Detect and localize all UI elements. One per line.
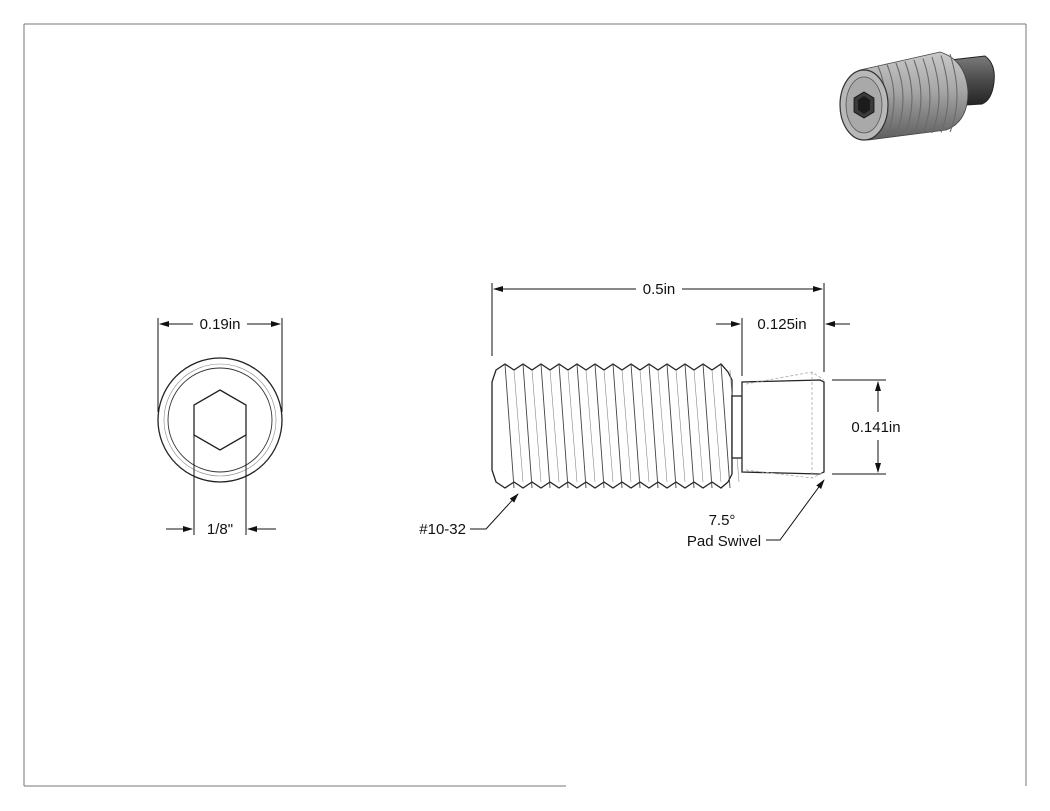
thread-root-line [603, 369, 614, 483]
thread-root-line [567, 369, 578, 483]
thread-root-line [657, 369, 668, 483]
iso-thread-ring [922, 58, 931, 134]
thread-root-line [585, 369, 596, 483]
overall-length-label: 0.5in [643, 281, 676, 298]
swivel-pad [741, 379, 825, 475]
sheet-border [23, 23, 1027, 787]
thread-crest-line [648, 363, 659, 489]
iso-thread-ring [913, 59, 922, 135]
thread-crest-line [630, 363, 641, 489]
thread-crest-line [540, 363, 551, 489]
thread-crest-line [576, 363, 587, 489]
iso-thread-ring [949, 53, 958, 133]
iso-thread-ring [931, 56, 940, 134]
thread-root-line [639, 369, 650, 483]
thread-crest-line [666, 363, 677, 489]
iso-thread-ring [904, 61, 913, 135]
thread-root-line [549, 369, 560, 483]
thread-root-line [693, 369, 704, 483]
swivel-note-label: Pad Swivel [687, 533, 761, 550]
thread-crest-line [702, 363, 713, 489]
thread-root-line [531, 369, 542, 483]
threaded-body [491, 363, 740, 489]
outer-diameter-label: 0.19in [200, 316, 241, 333]
swivel-neck [731, 395, 743, 459]
pad-length-label: 0.125in [757, 316, 806, 333]
iso-thread-ring [940, 55, 949, 133]
thread-crest-line [594, 363, 605, 489]
thread-crest-line [558, 363, 569, 489]
thread-crest-line [612, 363, 623, 489]
thread-root-line [621, 369, 632, 483]
side-view: 0.5in 0.125in 0.141in #10-32 7.5° Pad Sw… [419, 281, 900, 550]
iso-thread-ring [895, 62, 904, 136]
set-screw-iso-icon [839, 51, 995, 141]
thread-label: #10-32 [419, 521, 466, 538]
thread-crest-line [720, 363, 731, 489]
pad-diameter-label: 0.141in [851, 419, 900, 436]
thread-root-line [513, 369, 524, 483]
thread-crest-line [504, 363, 515, 489]
thread-root-line [675, 369, 686, 483]
thread-crest-line [522, 363, 533, 489]
hex-size-label: 1/8" [207, 521, 233, 538]
thread-crest-line [684, 363, 695, 489]
swivel-angle-label: 7.5° [709, 512, 736, 529]
end-view-inner-circle [167, 367, 273, 473]
hex-socket [193, 389, 247, 451]
thread-root-line [711, 369, 722, 483]
iso-thread-ring [886, 64, 895, 136]
end-view: 0.19in 1/8" [157, 316, 283, 538]
